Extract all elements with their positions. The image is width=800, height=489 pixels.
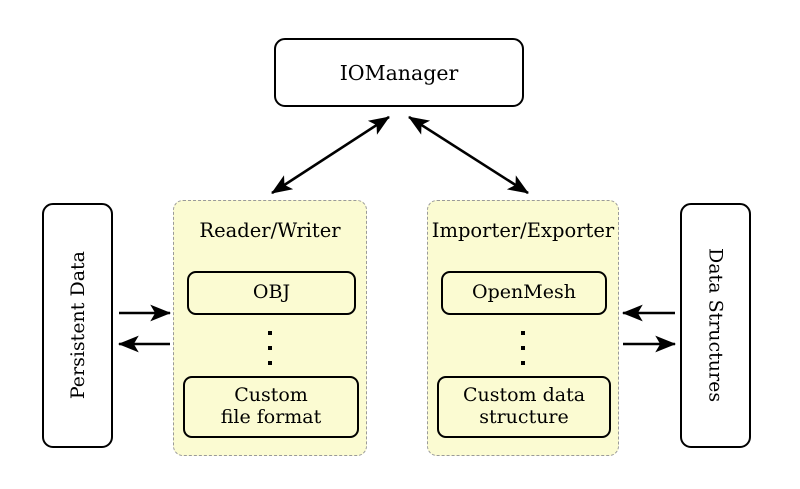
node-iomanager[interactable]: IOManager [274,38,524,107]
arrow-iomanager-importer-exporter [408,115,529,195]
node-persistent-data[interactable]: Persistent Data [42,203,113,448]
dot [268,361,272,365]
ellipsis-vertical-icon [174,331,366,365]
dot [521,331,525,335]
panel-importer-exporter-title: Importer/Exporter [431,219,615,242]
node-persistent-data-label: Persistent Data [66,251,89,400]
item-openmesh[interactable]: OpenMesh [441,271,607,315]
node-iomanager-label: IOManager [339,60,459,85]
panel-importer-exporter[interactable]: Importer/Exporter OpenMesh Custom data s… [427,200,619,456]
dot [268,346,272,350]
item-obj[interactable]: OBJ [187,271,356,315]
item-custom-file-format-label-line1: Custom [234,384,308,407]
panel-reader-writer[interactable]: Reader/Writer OBJ Custom file format [173,200,367,456]
dot [521,346,525,350]
dot [268,331,272,335]
item-custom-data-structure-label-line2: structure [479,406,569,428]
node-data-structures-label: Data Structures [704,248,727,403]
node-data-structures[interactable]: Data Structures [680,203,751,448]
item-custom-data-structure-label-line1: Custom data [462,384,586,407]
item-openmesh-label: OpenMesh [472,281,576,304]
arrow-iomanager-reader-writer [271,115,390,195]
ellipsis-vertical-icon [428,331,618,365]
dot [521,361,525,365]
panel-reader-writer-title: Reader/Writer [199,219,341,242]
item-obj-label: OBJ [252,281,291,304]
item-custom-file-format[interactable]: Custom file format [183,376,359,438]
item-custom-file-format-label-line2: file format [220,406,322,428]
item-custom-data-structure[interactable]: Custom data structure [437,376,611,438]
